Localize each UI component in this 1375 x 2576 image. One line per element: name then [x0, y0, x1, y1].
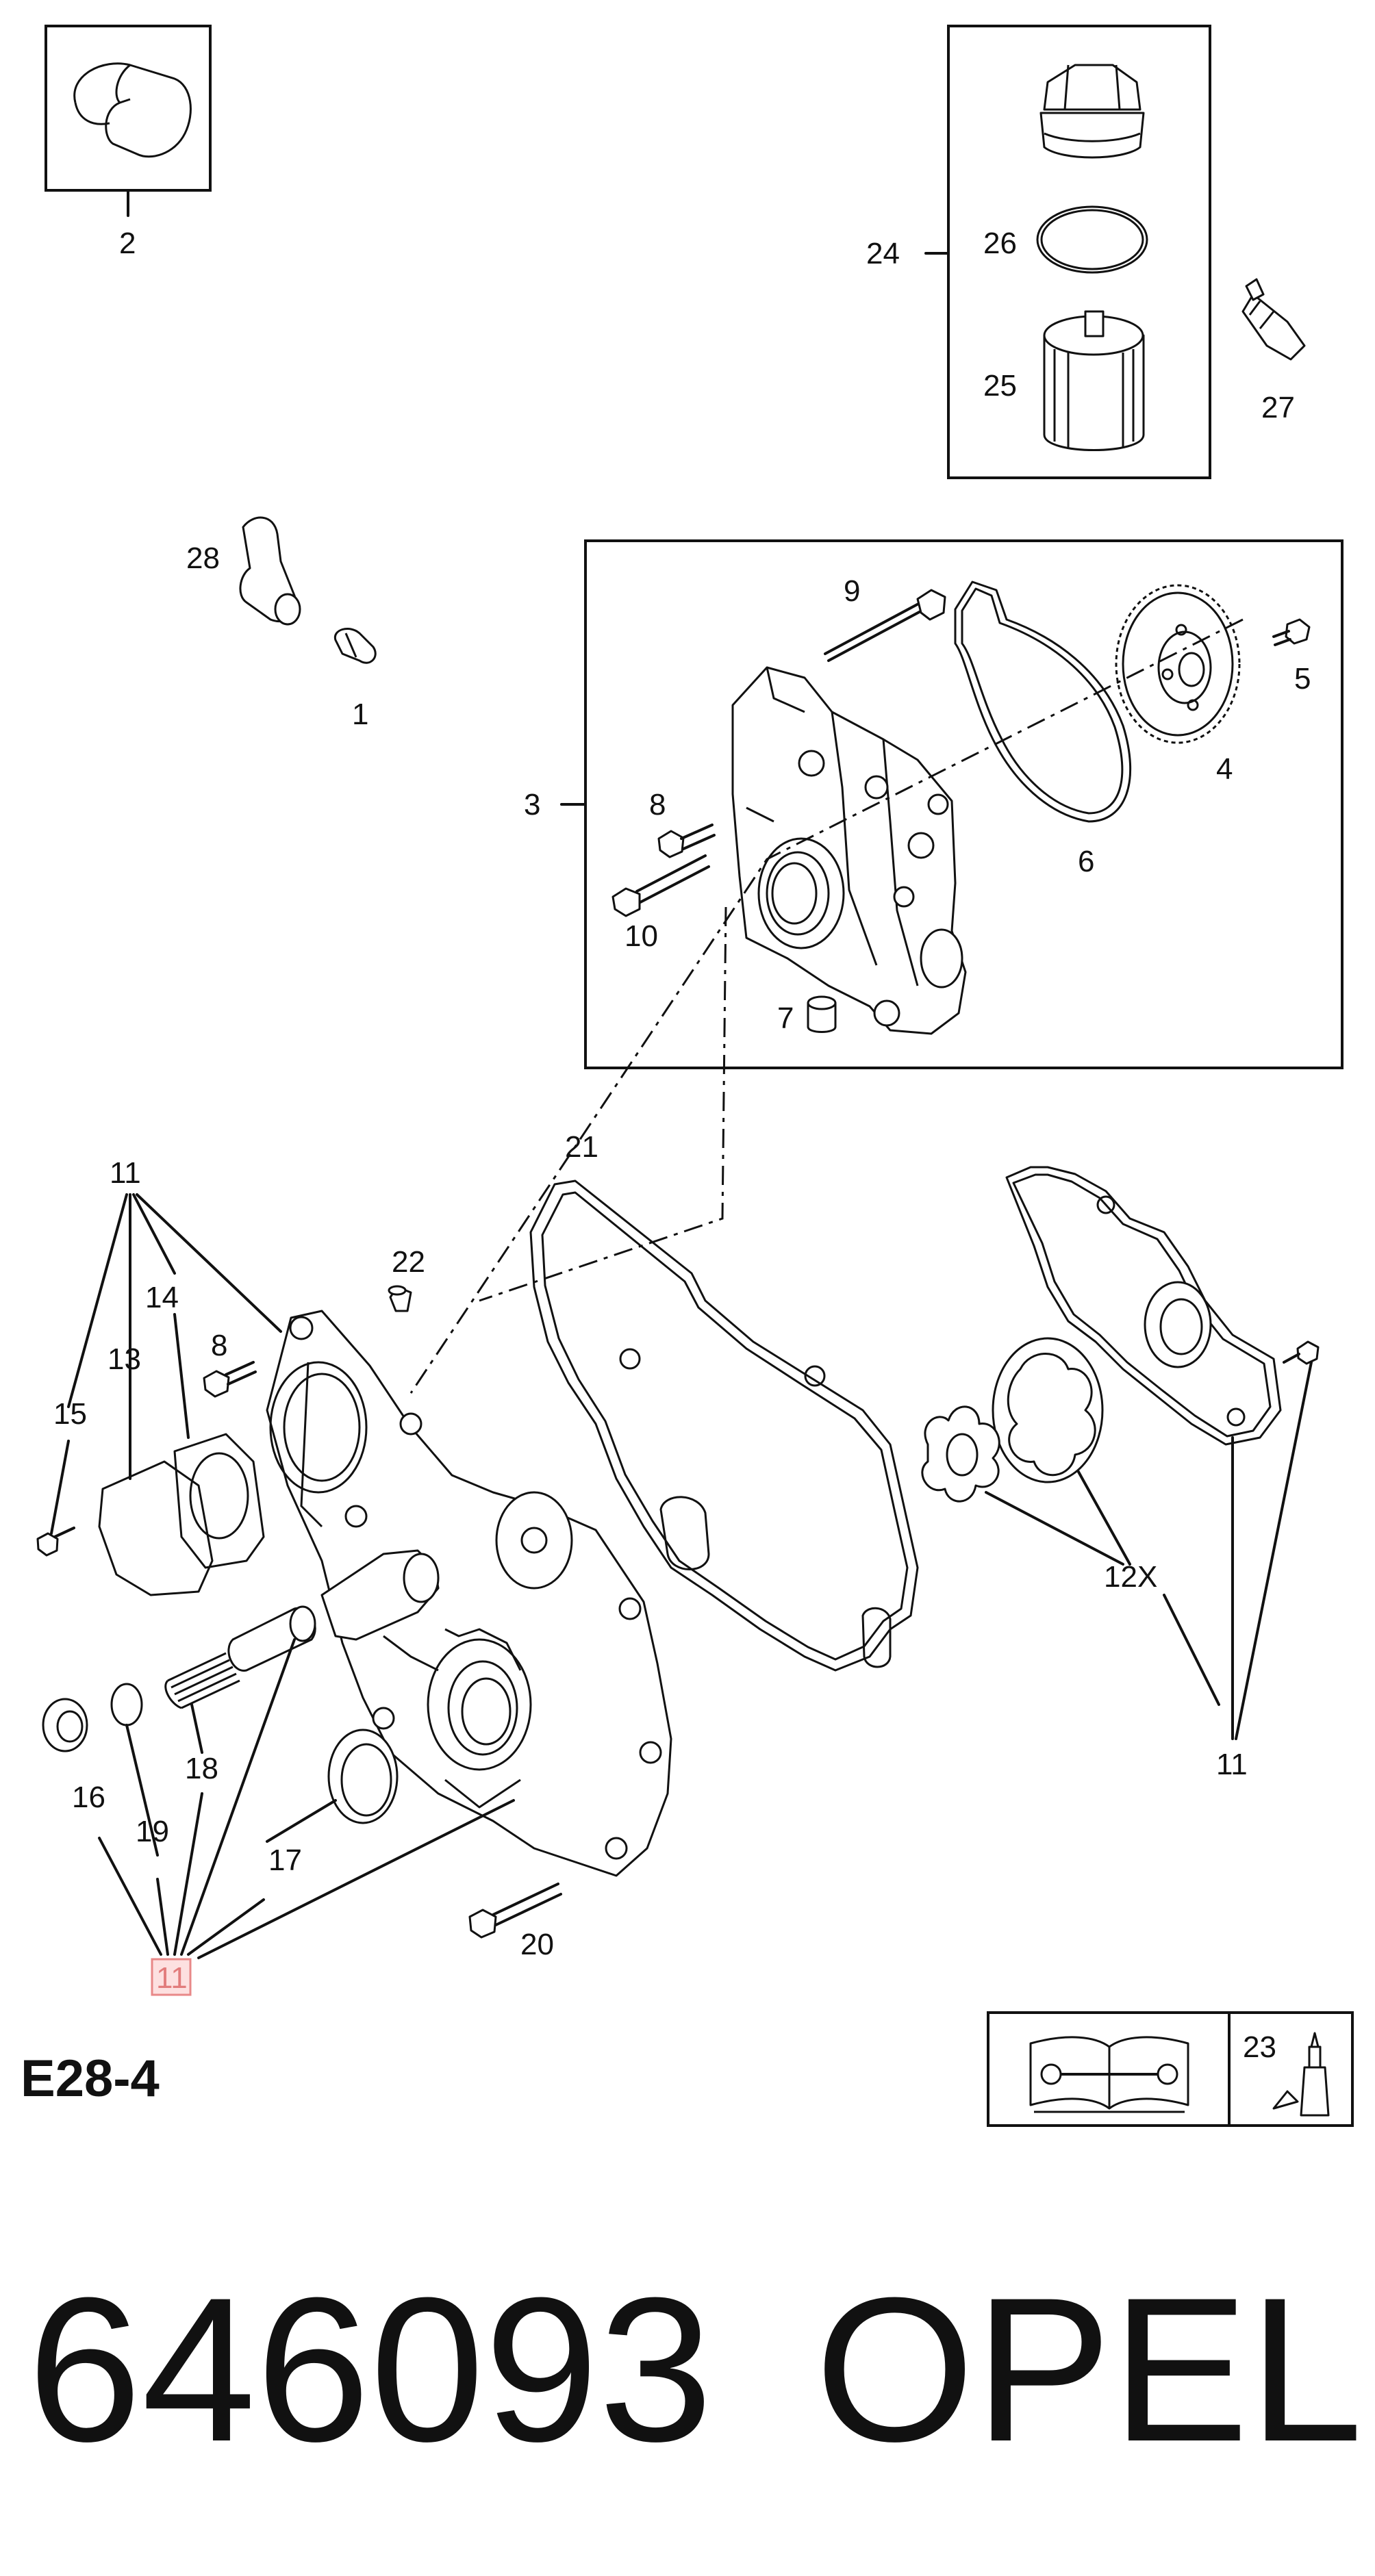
o-ring-26-icon: [1036, 205, 1148, 274]
part-2-clip-box: 2: [45, 25, 212, 260]
pump-back-plate-icon: [1005, 1166, 1282, 1446]
plug-7-icon: [807, 995, 837, 1033]
callout-20[interactable]: 20: [520, 1928, 554, 1961]
bolt-5-icon: [1272, 618, 1311, 646]
callout-17[interactable]: 17: [268, 1844, 302, 1877]
piston-icon: [227, 1605, 316, 1672]
callout-5[interactable]: 5: [1294, 662, 1311, 696]
pump-housing-icon: [731, 666, 967, 1035]
screw-right-icon: [1283, 1340, 1320, 1365]
part-number: 646093: [27, 2254, 713, 2484]
bolt-8-lower-icon: [203, 1361, 257, 1398]
valve-body-icon: [320, 1549, 440, 1641]
bolt-8-upper-icon: [657, 824, 716, 858]
callout-6[interactable]: 6: [1078, 845, 1094, 878]
gasket-14-icon: [173, 1433, 265, 1569]
callout-11-highlighted[interactable]: 11: [151, 1958, 192, 1996]
screw-15-icon: [36, 1527, 75, 1557]
callout-3[interactable]: 3: [524, 788, 540, 821]
timing-cover-icon: [266, 1310, 672, 1877]
bolt-20-icon: [468, 1883, 562, 1939]
leader-lines: [50, 1193, 1313, 1959]
callout-9[interactable]: 9: [844, 574, 860, 608]
bolt-9-icon: [824, 589, 946, 662]
oil-filter-kit-box: 24 26 25: [866, 25, 1211, 479]
sensor-27-icon: [1241, 278, 1306, 361]
callout-22[interactable]: 22: [392, 1245, 425, 1279]
outer-rotor-icon: [992, 1337, 1104, 1483]
callout-1[interactable]: 1: [352, 698, 368, 731]
assembly-axis-line-2: [479, 906, 727, 1302]
hose-28-icon: [239, 516, 301, 626]
oil-pump-assembly-box: [560, 539, 1344, 1069]
sprocket-4-icon: [1115, 584, 1241, 744]
callout-12x[interactable]: 12X: [1104, 1560, 1157, 1594]
plug-16-icon: [42, 1698, 88, 1752]
callout-26[interactable]: 26: [983, 227, 1017, 260]
legend-box: 23: [987, 2011, 1354, 2127]
inner-rotor-icon: [921, 1405, 1000, 1503]
callout-27[interactable]: 27: [1261, 391, 1295, 424]
ring-19-icon: [110, 1683, 143, 1726]
callout-14[interactable]: 14: [145, 1281, 179, 1314]
callout-21[interactable]: 21: [565, 1130, 598, 1164]
callout-25[interactable]: 25: [983, 369, 1017, 403]
assembly-axis-line: [409, 618, 1244, 1394]
gasket-21-icon: [529, 1179, 919, 1672]
callout-11-top-left[interactable]: 11: [110, 1156, 141, 1190]
callout-11-right[interactable]: 11: [1216, 1748, 1248, 1781]
filter-element-icon: [1043, 310, 1145, 451]
callout-2[interactable]: 2: [119, 227, 136, 260]
callout-18[interactable]: 18: [185, 1752, 218, 1785]
callout-4[interactable]: 4: [1216, 752, 1233, 786]
diagram-code: E28-4: [21, 2050, 160, 2108]
cover-plate-13-icon: [98, 1460, 214, 1596]
callout-7[interactable]: 7: [777, 1002, 794, 1035]
callout-10[interactable]: 10: [625, 919, 658, 953]
dowel-22-icon: [388, 1285, 412, 1312]
spring-18-icon: [164, 1652, 240, 1709]
sealant-tube-23-icon: [1272, 2032, 1330, 2117]
callout-28[interactable]: 28: [186, 541, 220, 575]
filter-cap-icon: [1039, 64, 1145, 159]
clamp-1-icon: [333, 628, 377, 664]
manual-book-icon: [1029, 2036, 1189, 2113]
bolt-10-icon: [611, 854, 710, 917]
callout-11-highlighted-text[interactable]: 11: [156, 1961, 188, 1995]
brand-name: OPEL: [815, 2254, 1363, 2484]
callout-16[interactable]: 16: [72, 1781, 105, 1814]
callout-23[interactable]: 23: [1243, 2030, 1276, 2064]
callout-8-upper[interactable]: 8: [649, 788, 666, 821]
callout-24[interactable]: 24: [866, 237, 900, 270]
gasket-6-icon: [954, 581, 1132, 823]
seal-17-icon: [327, 1729, 399, 1824]
callout-8-lower[interactable]: 8: [211, 1329, 227, 1362]
callout-13[interactable]: 13: [108, 1342, 141, 1376]
